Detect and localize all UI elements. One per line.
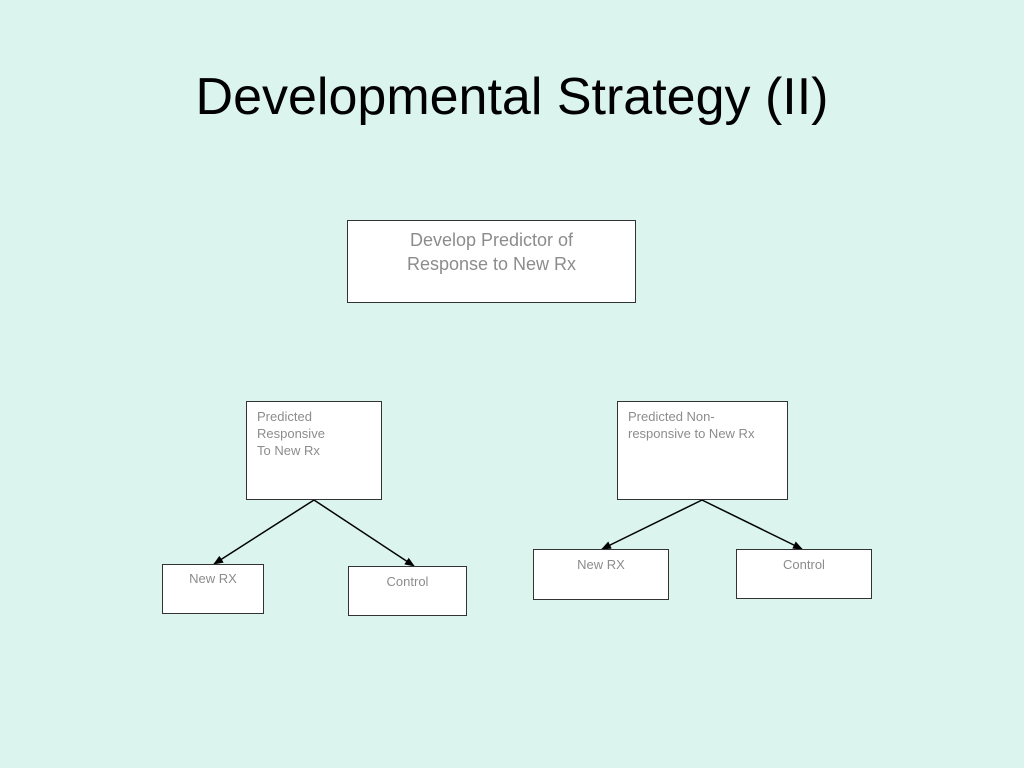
slide-title: Developmental Strategy (II) [195,68,829,126]
branch-node-non-responsive-label: Predicted Non- responsive to New Rx [628,409,755,441]
arrow-left-to-control [313,499,415,567]
branch-node-responsive-label: Predicted Responsive To New Rx [257,409,325,458]
leaf-non-responsive-new-rx: New RX [533,549,669,600]
branch-node-responsive: Predicted Responsive To New Rx [246,401,382,500]
arrow-left-to-new-rx [213,499,315,565]
arrow-right-to-new-rx [601,499,703,550]
leaf-label: New RX [189,571,237,586]
root-node-box: Develop Predictor of Response to New Rx [347,220,636,303]
leaf-non-responsive-control: Control [736,549,872,599]
leaf-responsive-new-rx: New RX [162,564,264,614]
leaf-responsive-control: Control [348,566,467,616]
leaf-label: New RX [577,557,625,572]
root-node-label: Develop Predictor of Response to New Rx [406,230,577,274]
leaf-label: Control [783,557,825,572]
leaf-label: Control [386,574,429,589]
branch-node-non-responsive: Predicted Non- responsive to New Rx [617,401,788,500]
arrow-right-to-control [701,499,803,550]
